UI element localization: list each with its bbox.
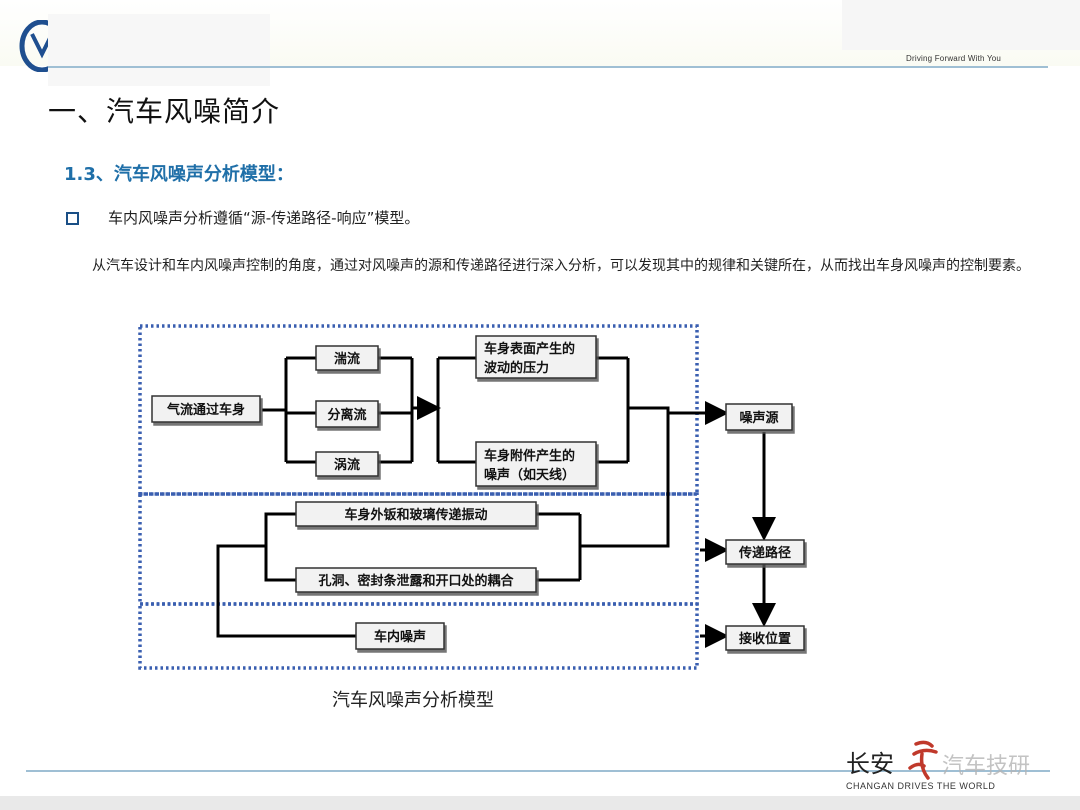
turbulence-label: 湍流 — [334, 351, 360, 367]
path-region — [138, 492, 699, 606]
attachment-noise-box — [475, 441, 597, 487]
vortex-label: 涡流 — [334, 457, 360, 473]
surface-pressure-label-1: 车身表面产生的 — [484, 341, 575, 357]
transfer-path-label: 传递路径 — [738, 545, 791, 561]
interior-noise-box — [355, 622, 445, 650]
header-tagline: Driving Forward With You — [906, 54, 1002, 63]
brand-calligraphy-icon — [908, 740, 938, 780]
footer-brand-en: CHANGAN DRIVES THE WORLD — [846, 781, 996, 791]
panel-vibration-box — [295, 501, 537, 527]
footer-divider — [26, 770, 1050, 772]
body-paragraph: 从汽车设计和车内风噪声控制的角度，通过对风噪声的源和传递路径进行深入分析，可以发… — [92, 258, 1030, 274]
interior-noise-label: 车内噪声 — [374, 629, 426, 645]
response-region — [138, 602, 699, 670]
panel-vibration-label: 车身外钣和玻璃传递振动 — [344, 507, 487, 523]
bullet-square-icon — [66, 212, 79, 225]
separation-box — [315, 400, 379, 428]
noise-source-label: 噪声源 — [739, 410, 778, 426]
logo-mask — [48, 14, 270, 86]
receive-position-box — [725, 625, 805, 651]
header-mask — [842, 0, 1080, 50]
source-region — [138, 324, 699, 496]
turbulence-box — [315, 345, 379, 371]
diagram-caption: 汽车风噪声分析模型 — [332, 690, 494, 711]
footer-strip — [0, 796, 1080, 810]
receive-position-label: 接收位置 — [739, 631, 791, 647]
bullet-text: 车内风噪声分析遵循“源-传递路径-响应”模型。 — [108, 209, 420, 227]
wind-noise-model-diagram: 气流通过车身 湍流 分离流 涡流 车身表面产生的 波动的压力 车身附件产生的 噪… — [138, 324, 805, 670]
hole-coupling-label: 孔洞、密封条泄露和开口处的耦合 — [318, 573, 514, 589]
vortex-box — [315, 451, 379, 477]
attachment-noise-label-2: 噪声（如天线） — [484, 467, 575, 483]
watermark-text: 汽车技研 — [942, 754, 1031, 779]
page-title: 一、汽车风噪简介 — [48, 95, 281, 128]
footer-brand-cn: 长安 — [846, 750, 894, 778]
separation-label: 分离流 — [327, 407, 366, 423]
airflow-label: 气流通过车身 — [167, 402, 245, 418]
surface-pressure-label-2: 波动的压力 — [484, 360, 549, 376]
surface-pressure-box — [475, 335, 597, 379]
section-heading: 1.3、汽车风噪声分析模型： — [64, 164, 294, 185]
airflow-box — [151, 395, 261, 423]
attachment-noise-label-1: 车身附件产生的 — [484, 448, 575, 464]
hole-coupling-box — [295, 567, 537, 593]
transfer-path-box — [725, 539, 805, 565]
noise-source-box — [725, 403, 793, 431]
header-divider — [48, 66, 1048, 68]
